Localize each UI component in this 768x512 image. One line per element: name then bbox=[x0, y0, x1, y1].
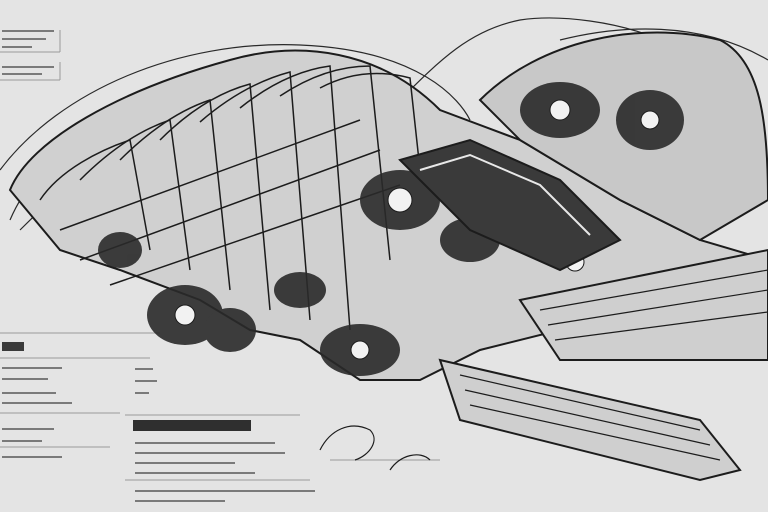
annotation-text-top-left bbox=[2, 30, 54, 75]
annotation-text-lower-middle bbox=[133, 368, 315, 502]
machinery-highlights bbox=[174, 99, 660, 360]
lower-debris-detail bbox=[319, 425, 431, 471]
thruster-striping bbox=[459, 269, 768, 461]
annotation-rules-lower-middle bbox=[125, 414, 440, 481]
hull-ribs bbox=[39, 65, 421, 331]
central-engine-bay bbox=[398, 138, 622, 272]
annotation-text-lower-left bbox=[2, 342, 72, 458]
thruster-arms bbox=[438, 248, 768, 482]
annotation-rules-top-left bbox=[0, 30, 61, 81]
annotation-rules-lower-left bbox=[0, 332, 160, 448]
